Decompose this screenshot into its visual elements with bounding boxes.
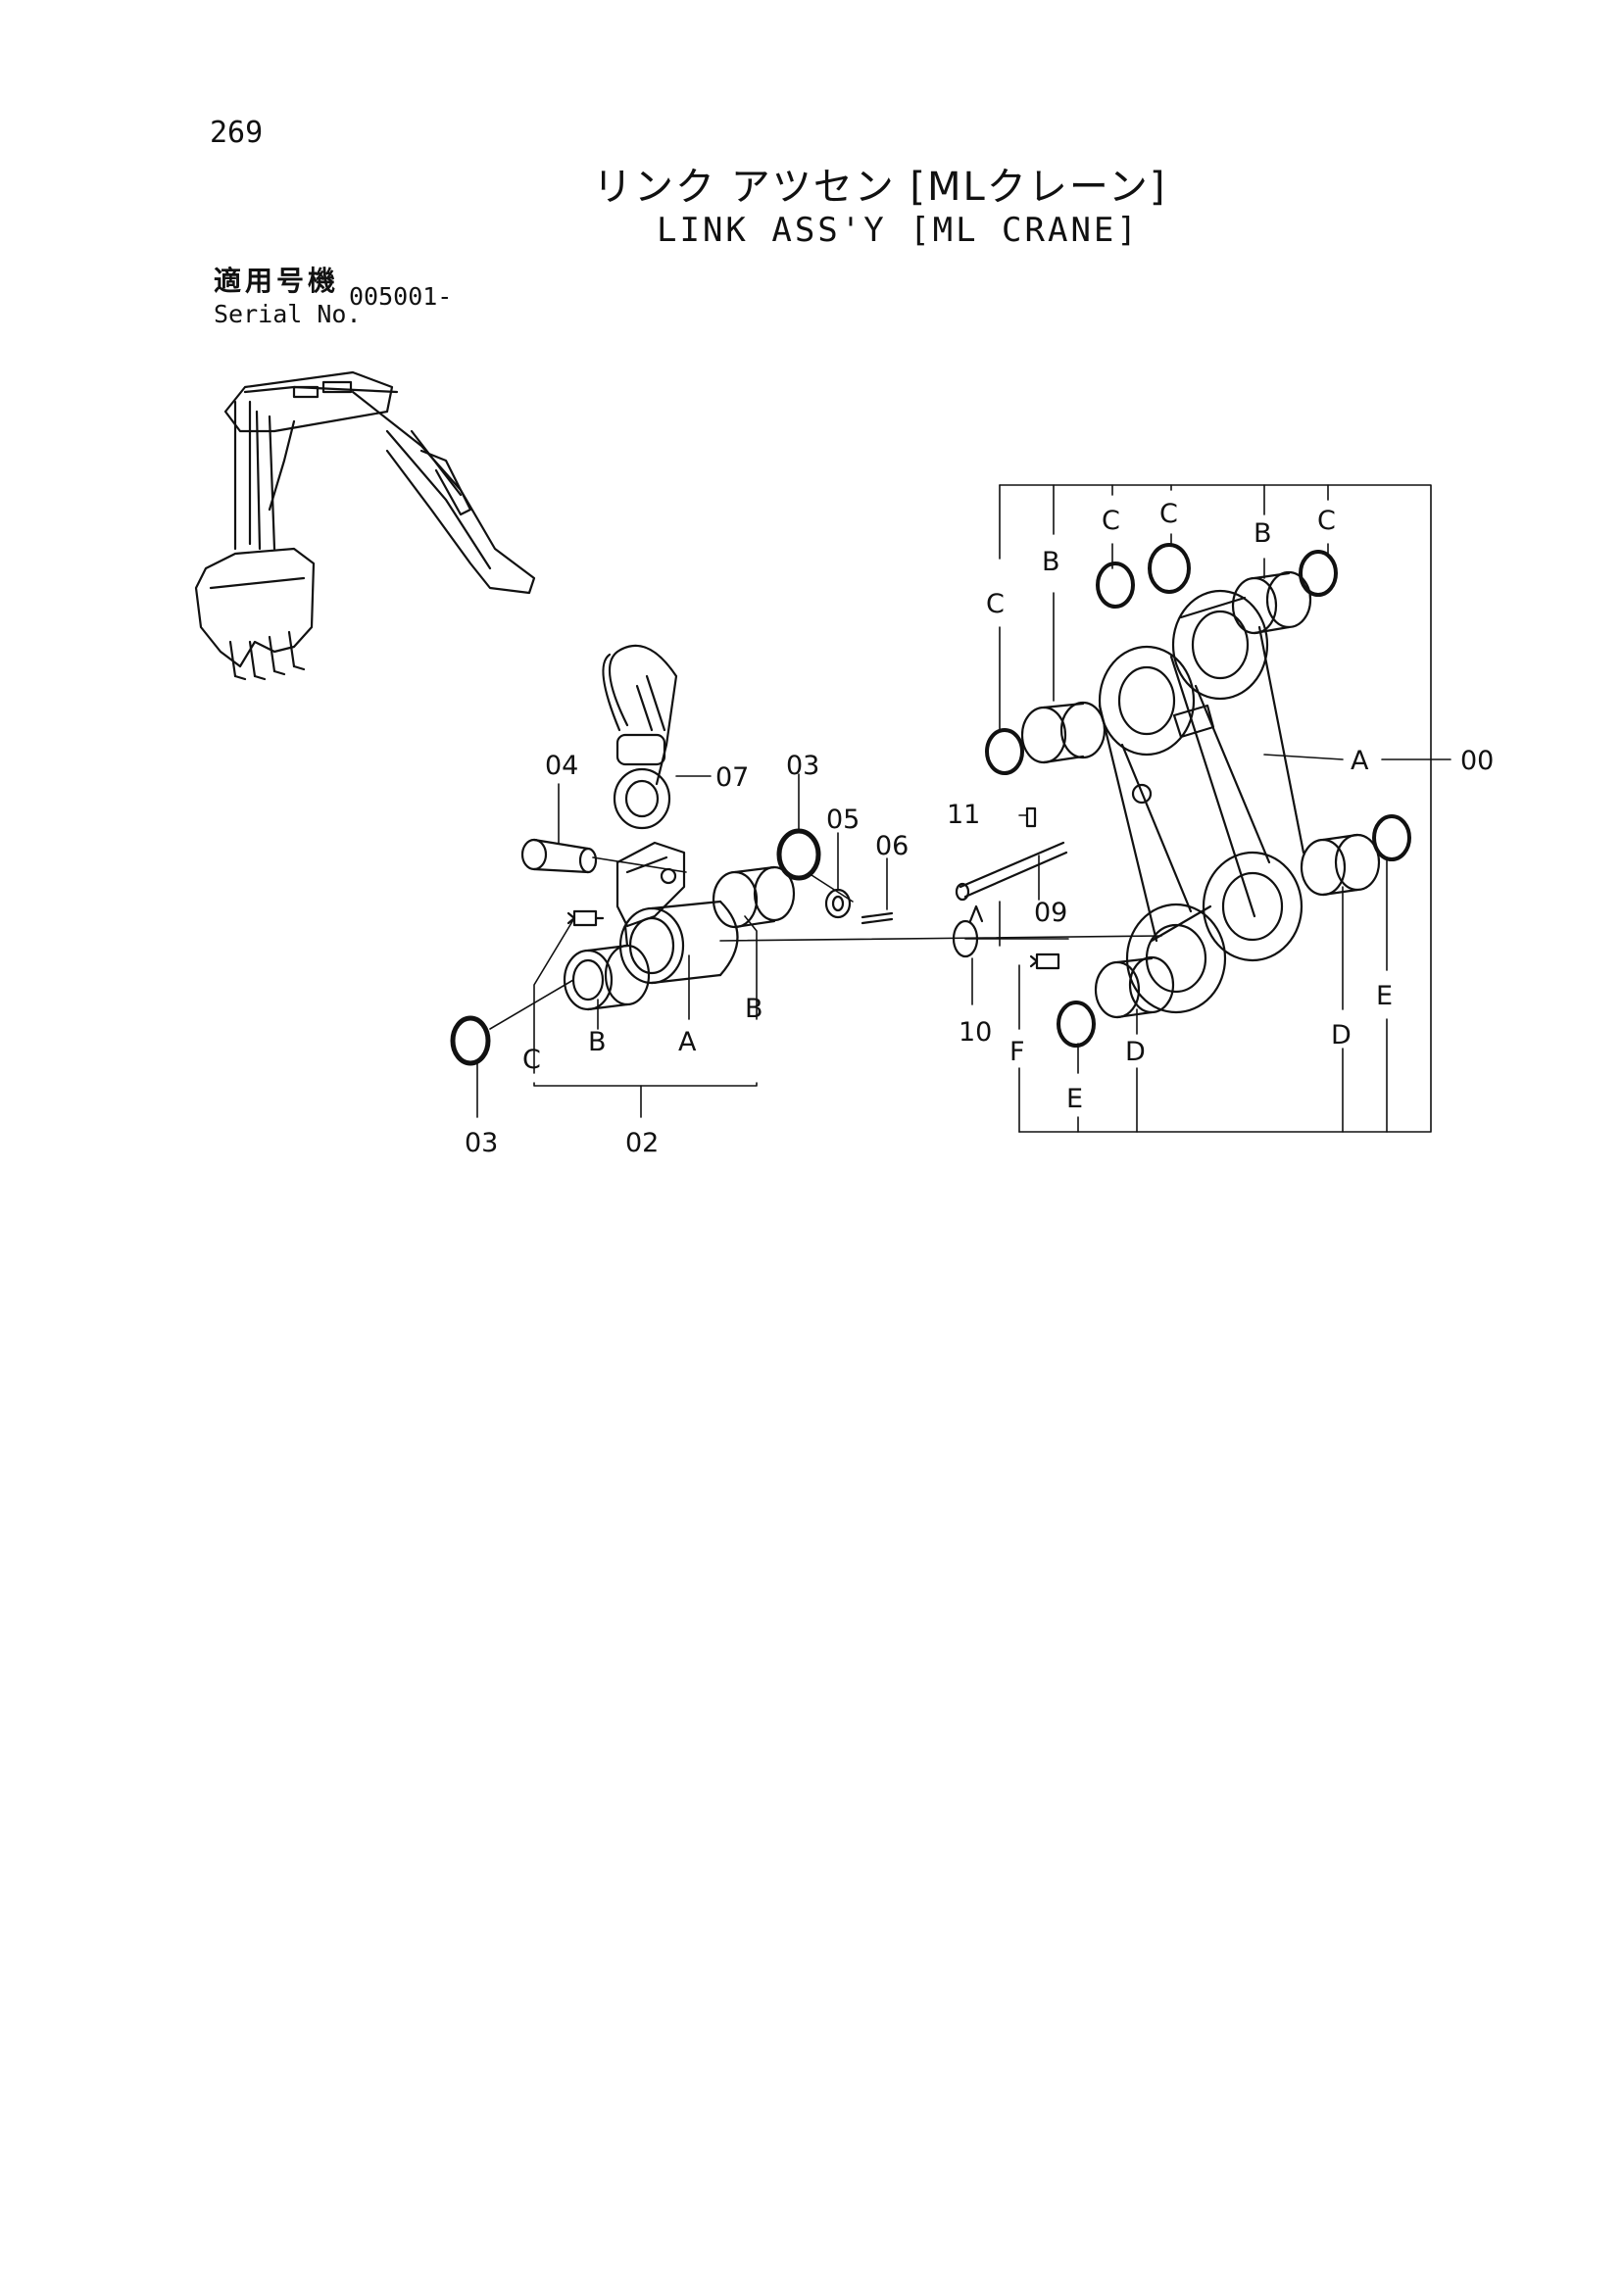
callout-07: 07: [715, 762, 749, 793]
callout-right-a: A: [1351, 746, 1369, 776]
callout-labels: 04 07 03 05 06 11 09 10 C B A B 03 02 C …: [465, 499, 1494, 1158]
callout-right-e-right: E: [1376, 981, 1393, 1011]
lock-pin-10-part: [952, 904, 984, 958]
callout-left-c: C: [522, 1045, 541, 1075]
title-japanese: リンク アツセン [MLクレーン]: [593, 165, 1167, 210]
callout-left-b-bottom: B: [588, 1027, 607, 1057]
o-ring-03-bottom: [450, 1015, 491, 1066]
excavator-thumbnail: [194, 370, 536, 681]
callout-right-d-left: D: [1125, 1037, 1146, 1067]
callout-05: 05: [826, 805, 860, 835]
callout-06: 06: [875, 831, 909, 861]
serial-number-value: 005001-: [349, 282, 453, 311]
hook-part: [602, 644, 678, 830]
title-english: LINK ASS'Y [ML CRANE]: [657, 211, 1140, 250]
callout-right-c-top4: C: [1317, 506, 1336, 536]
callout-04: 04: [545, 751, 578, 781]
callout-right-c-top2: C: [1102, 506, 1120, 536]
callout-right-d-right: D: [1331, 1020, 1352, 1050]
callout-03-bottom: 03: [465, 1128, 498, 1158]
callout-right-c-top1: C: [986, 589, 1005, 619]
callout-right-e-bottom: E: [1066, 1084, 1083, 1114]
pin-04-part: [520, 838, 598, 874]
bushing-lower-part: [563, 944, 651, 1011]
callout-right-b-top1: B: [1042, 547, 1060, 577]
callout-02: 02: [625, 1128, 659, 1158]
o-ring-03-top: [776, 828, 821, 881]
right-upper-bushings: [985, 543, 1338, 775]
callout-right-f: F: [1009, 1037, 1025, 1067]
callout-10: 10: [959, 1017, 992, 1048]
pin-09-part: [955, 806, 1068, 902]
cotter-pin-06: [861, 911, 894, 925]
callout-right-c-top3: C: [1159, 499, 1178, 529]
page-number: 269: [210, 116, 264, 150]
link-body-part: [1098, 589, 1305, 1014]
grease-nipple-right: [1029, 953, 1060, 970]
callout-left-b-top: B: [745, 994, 763, 1024]
callout-11: 11: [947, 800, 980, 830]
callout-03-top: 03: [786, 751, 819, 781]
callout-00: 00: [1460, 746, 1494, 776]
callout-left-a: A: [678, 1027, 697, 1057]
bushing-upper-part: [712, 865, 796, 929]
clevis-bracket: [615, 841, 686, 948]
serial-label-japanese: 適用号機: [214, 265, 340, 297]
right-lower-bushings: [1057, 814, 1411, 1048]
serial-label-english: Serial No.: [214, 300, 362, 328]
boss-assembly-part: [618, 900, 739, 985]
callout-right-b-top2: B: [1254, 518, 1272, 549]
leader-lines: [476, 484, 1451, 1133]
washer-05-part: [824, 888, 852, 919]
callout-09: 09: [1034, 898, 1067, 928]
